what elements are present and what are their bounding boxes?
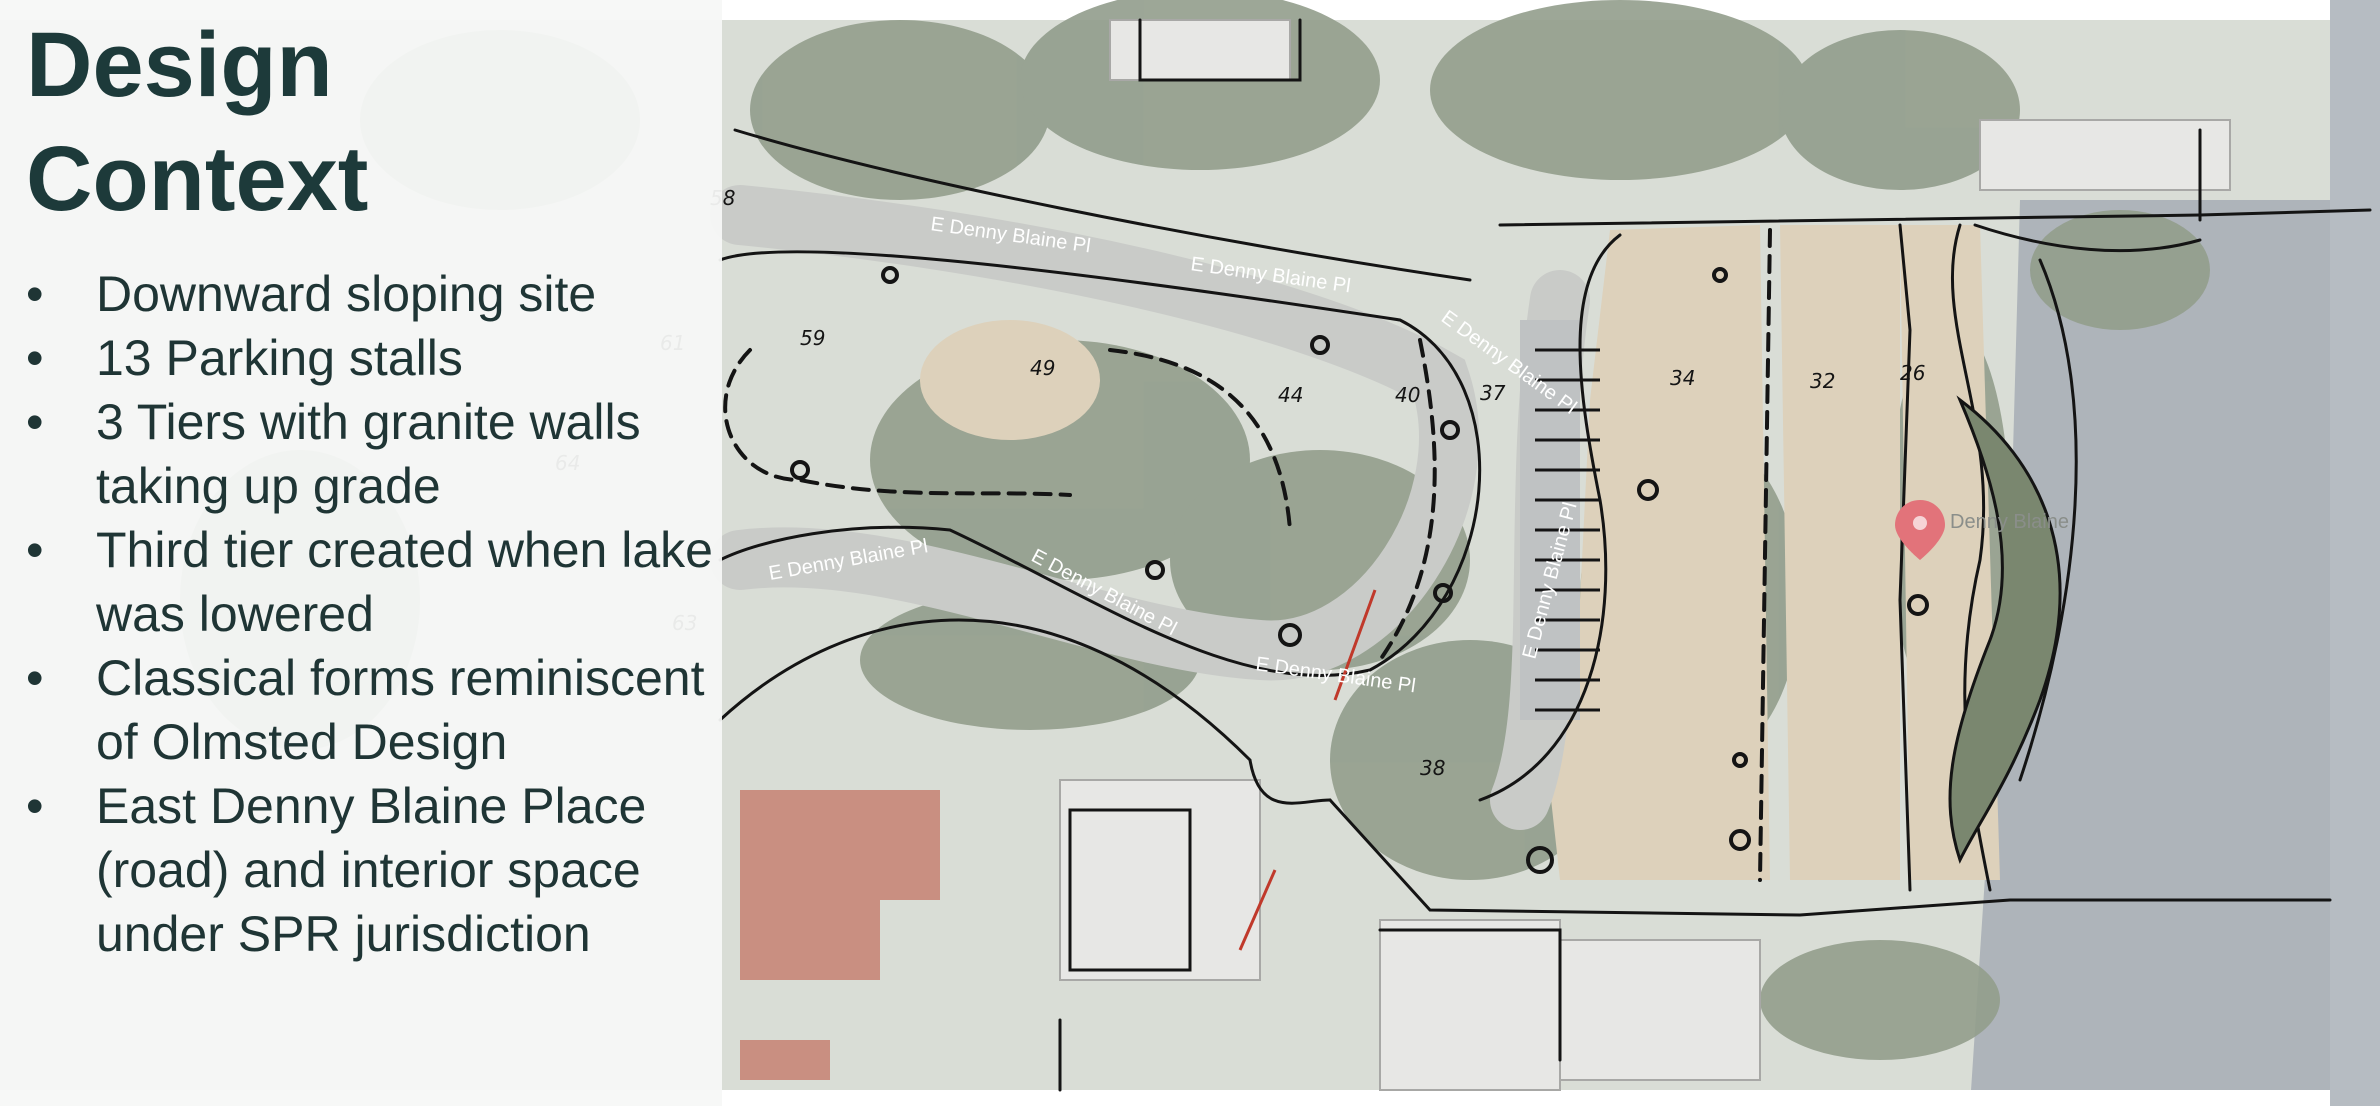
sketch-number: 37 <box>1480 381 1506 405</box>
sketch-number: 26 <box>1900 361 1925 385</box>
sketch-number: 44 <box>1278 383 1303 407</box>
bullet-item: 13 Parking stalls <box>26 326 716 390</box>
bullet-item: East Denny Blaine Place (road) and inter… <box>26 774 716 966</box>
pin-label: Denny Blaine <box>1950 511 2069 533</box>
sketch-number: 49 <box>1030 356 1055 380</box>
sketch-number: 38 <box>1420 756 1445 780</box>
title-line-2: Context <box>26 128 369 230</box>
slide-title: Design Context <box>26 8 368 236</box>
title-line-1: Design <box>26 14 333 116</box>
bullet-item: Classical forms reminiscent of Olmsted D… <box>26 646 716 774</box>
sketch-number: 34 <box>1670 366 1695 390</box>
sketch-number: 40 <box>1395 383 1420 407</box>
bullet-list: Downward sloping site 13 Parking stalls … <box>26 262 716 966</box>
bullet-item: 3 Tiers with granite walls taking up gra… <box>26 390 716 518</box>
text-panel: Design Context Downward sloping site 13 … <box>0 0 722 1106</box>
sketch-number: 59 <box>800 326 825 350</box>
bullet-item: Downward sloping site <box>26 262 716 326</box>
bullet-item: Third tier created when lake was lowered <box>26 518 716 646</box>
lake-water <box>1970 200 2380 1106</box>
sketch-number: 32 <box>1810 369 1835 393</box>
